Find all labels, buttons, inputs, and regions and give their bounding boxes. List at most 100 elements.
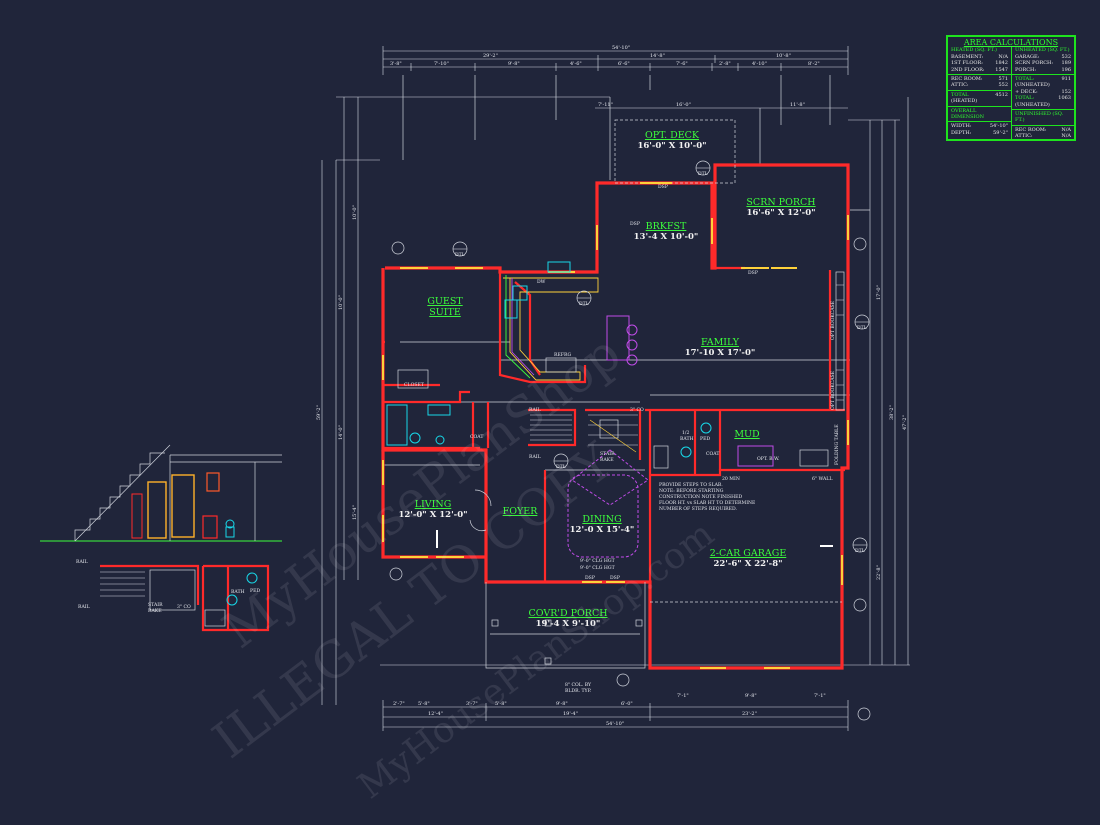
- unheated-header: UNHEATED (SQ. FT.): [1015, 47, 1070, 54]
- dim-deck-2: 16'-0": [676, 102, 691, 108]
- heated-row: 1ST FLOOR:1842: [951, 60, 1008, 67]
- svg-text:FLOOR HT. vs SLAB HT TO DETERM: FLOOR HT. vs SLAB HT TO DETERMINE: [659, 500, 755, 506]
- dim-top-r3-4: 4'-6": [570, 61, 582, 67]
- dtl-tag-5: DTL: [553, 453, 569, 470]
- dim-bot-9: 7'-1": [814, 693, 826, 699]
- column-note-1: 8" COL. BY: [565, 682, 592, 688]
- svg-text:DTL: DTL: [857, 325, 867, 331]
- room-scrn-porch-size: 16'-6" X 12'-0": [746, 208, 815, 218]
- ceiling-note-1: 9'-0" CLG HGT: [580, 558, 616, 564]
- svg-text:RAKE: RAKE: [148, 608, 162, 614]
- dim-bot-7: 7'-1": [677, 693, 689, 699]
- dtl-tag-2: DTL: [695, 160, 711, 177]
- detail-tags: DTL DTL DTL DTL DTL DTL: [389, 160, 871, 721]
- bookcase-label-2: OPT BOOKCASE: [830, 371, 836, 410]
- overall-header: OVERALL DIMENSION: [951, 107, 985, 121]
- room-brkfst-size: 13'-4 X 10'-0": [634, 232, 699, 242]
- area-calculations-title: AREA CALCULATIONS: [963, 38, 1059, 47]
- room-guest-name-2: SUITE: [429, 307, 461, 318]
- room-living-name: LIVING: [415, 499, 452, 510]
- bottom-dimensions: 2'-7" 5'-8" 3'-7" 5'-8" 9'-8" 6'-0" 7'-1…: [382, 693, 849, 731]
- heated-row: 2ND FLOOR:1547: [951, 66, 1008, 73]
- room-mud-name: MUD: [734, 429, 760, 440]
- co-label: 3" CO: [630, 407, 644, 413]
- dtl-tag-3: DTL: [576, 290, 592, 307]
- porch-columns: [491, 619, 643, 665]
- dim-top-r2-a: 29'-2": [483, 53, 498, 59]
- unfinished-row: ATTIC:N/A: [1015, 133, 1071, 140]
- dsp-label-4: DSP: [585, 575, 595, 581]
- svg-text:CONSTRUCTION NOTE FINISHED: CONSTRUCTION NOTE FINISHED: [659, 494, 742, 500]
- svg-text:PROVIDE STEPS TO SLAB.: PROVIDE STEPS TO SLAB.: [659, 482, 723, 488]
- coat-label-2: COAT: [706, 451, 720, 457]
- kitchen-fixtures: REFRG DW: [503, 261, 638, 381]
- room-foyer-name: FOYER: [503, 506, 539, 517]
- room-garage-size: 22'-6" X 22'-8": [713, 559, 782, 569]
- svg-text:DTL: DTL: [455, 252, 465, 258]
- half-bath-label: BATH: [680, 436, 694, 442]
- svg-text:STAIR: STAIR: [148, 602, 163, 608]
- dim-top-r3-3: 9'-8": [508, 61, 520, 67]
- stair-section-detail: [40, 444, 282, 542]
- svg-text:PED: PED: [250, 588, 260, 594]
- porch-outline: [485, 582, 842, 669]
- heated-row: REC ROOM:571: [951, 76, 1008, 83]
- svg-text:22'-8": 22'-8": [876, 565, 882, 580]
- dim-top-r3-7: 2'-8": [719, 61, 731, 67]
- svg-text:DTL: DTL: [698, 171, 708, 177]
- dim-bot-1: 2'-7": [393, 701, 405, 707]
- section-rail-1: RAIL: [76, 559, 88, 565]
- rail-label-1: RAIL: [529, 407, 541, 413]
- unheated-total-2: TOTAL:1063: [1015, 95, 1071, 102]
- interior-guide-lines: [383, 75, 870, 471]
- windows: [382, 182, 849, 669]
- unfinished-row: REC ROOM:N/A: [1015, 126, 1071, 133]
- dsp-label-5: DSP: [610, 575, 620, 581]
- dim-top-overall: 54'-10": [612, 45, 630, 51]
- area-calculations-panel: AREA CALCULATIONS HEATED (SQ. FT.) BASEM…: [946, 35, 1076, 141]
- svg-text:10'-0": 10'-0": [352, 205, 358, 220]
- dim-top-r3-6: 7'-6": [676, 61, 688, 67]
- plan-notes: CLOSET COAT COAT 1/2 BATH PED RAIL RAIL …: [404, 184, 840, 694]
- dim-top-r2-c: 10'-8": [776, 53, 791, 59]
- side-dimensions: [321, 96, 910, 705]
- dim-top-r3-5: 6'-6": [618, 61, 630, 67]
- room-porch-name: COVR'D PORCH: [528, 608, 607, 619]
- unheated-total: TOTAL:911: [1015, 76, 1071, 83]
- heated-header: HEATED (SQ. FT.): [951, 47, 997, 54]
- dim-bot-2: 5'-8": [418, 701, 430, 707]
- dim-bot-r2-3: 23'-2": [742, 711, 757, 717]
- overall-row: WIDTH:54'-10": [951, 123, 1008, 130]
- room-scrn-porch-name: SCRN PORCH: [746, 197, 815, 208]
- room-dining-size: 12'-0 X 15'-4": [570, 525, 635, 535]
- ped-label: PED: [700, 436, 710, 442]
- unheated-column: UNHEATED (SQ. FT.) GARAGE:532 SCRN PORCH…: [1011, 47, 1074, 140]
- dim-deck-3: 11'-8": [790, 102, 805, 108]
- dishwasher-label: DW: [537, 279, 546, 285]
- stair-rake-1: STAIR: [600, 451, 615, 457]
- section-rail-2: RAIL: [78, 604, 90, 610]
- dim-top-r2-b: 14'-8": [650, 53, 665, 59]
- room-brkfst-name: BRKFST: [646, 221, 687, 232]
- stair-rake-2: RAKE: [600, 457, 614, 463]
- room-guest-name-1: GUEST: [427, 296, 463, 307]
- dim-bot-8: 9'-8": [745, 693, 757, 699]
- svg-text:14'-0": 14'-0": [338, 425, 344, 440]
- dim-top-r3-1: 3'-8": [390, 61, 402, 67]
- dim-bot-overall: 54'-10": [606, 721, 624, 727]
- room-dining-name: DINING: [582, 514, 621, 525]
- column-note-2: BLDR. TYP.: [565, 688, 592, 694]
- heated-column: HEATED (SQ. FT.) BASEMENT:N/A 1ST FLOOR:…: [948, 47, 1011, 139]
- heated-row: ATTIC:552: [951, 82, 1008, 89]
- svg-text:NOTE: BEFORE STARTING: NOTE: BEFORE STARTING: [659, 488, 724, 494]
- min-label: 20 MIN: [722, 476, 740, 482]
- room-garage-name: 2-CAR GARAGE: [710, 548, 787, 559]
- room-deck-name: OPT. DECK: [645, 130, 700, 141]
- unheated-row: PORCH:196: [1015, 66, 1071, 73]
- stairs: [530, 414, 638, 453]
- watermarks: MyHousePlanShop ILLEGAL TO COPY MyHouseP…: [202, 324, 721, 807]
- ceiling-note-2: 9'-0" CLG HGT: [580, 565, 616, 571]
- svg-text:17'-0": 17'-0": [876, 285, 882, 300]
- svg-text:NUMBER OF STEPS REQUIRED.: NUMBER OF STEPS REQUIRED.: [659, 506, 738, 512]
